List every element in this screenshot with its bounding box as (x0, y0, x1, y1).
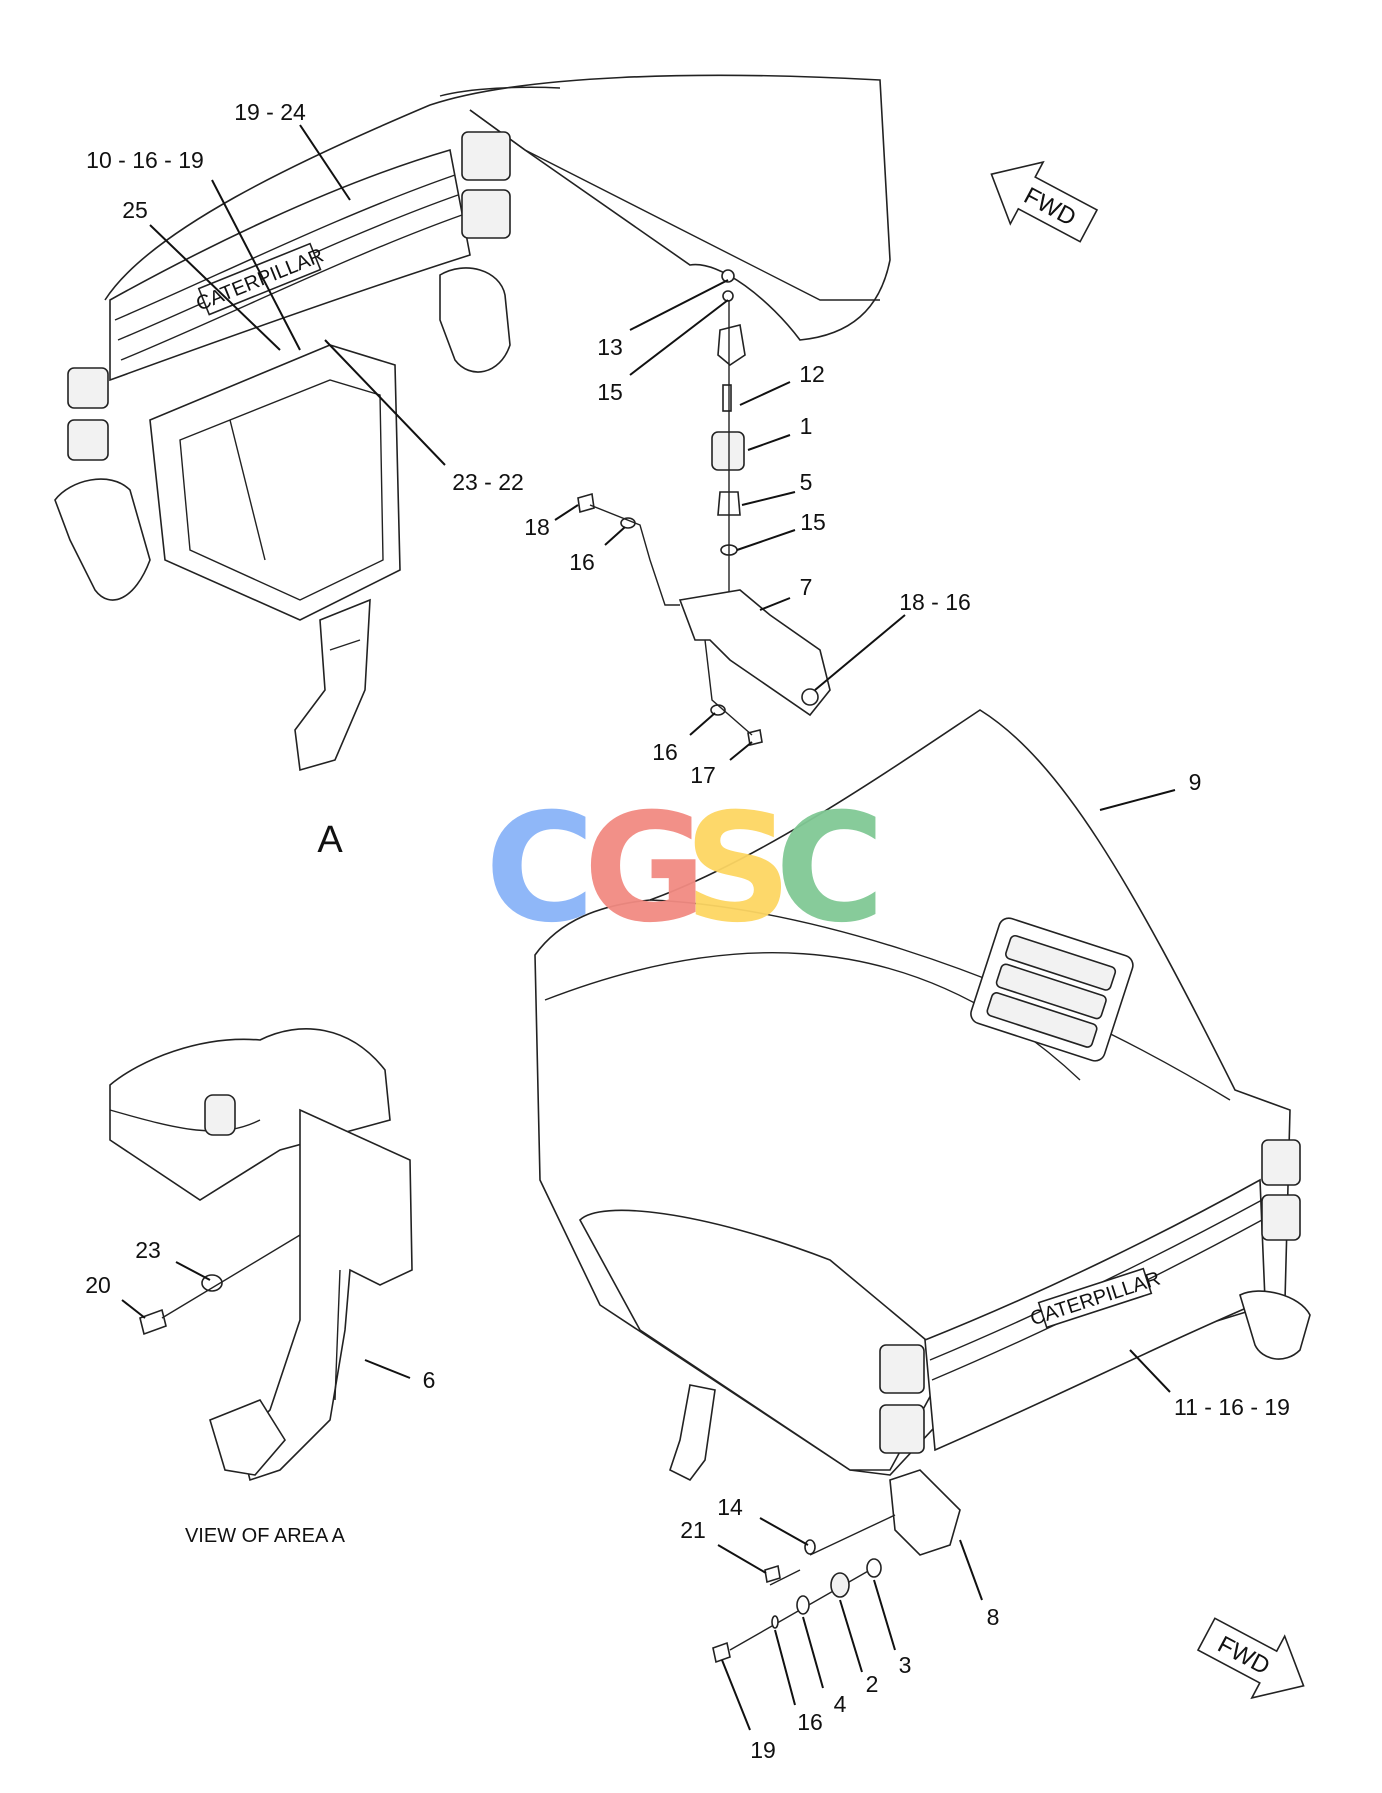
callout-18-16: 18 - 16 (899, 589, 971, 615)
callout-8: 8 (987, 1604, 1000, 1630)
hood-assembly-bottom: CATERPILLAR (534, 709, 1311, 1664)
callout-4: 4 (834, 1691, 847, 1717)
watermark-letter-1: C (485, 782, 595, 956)
callout-23-22: 23 - 22 (452, 469, 524, 495)
callout-25: 25 (122, 197, 148, 223)
leader-lines (121, 124, 1176, 1731)
callout-9: 9 (1189, 769, 1202, 795)
callout-15a: 15 (597, 379, 623, 405)
callout-14: 14 (717, 1494, 743, 1520)
callout-15b: 15 (800, 509, 826, 535)
hood-assembly-top: CATERPILLAR (54, 74, 891, 772)
fwd-arrow-top: FWD (990, 160, 1099, 243)
callout-16a: 16 (569, 549, 595, 575)
callout-19-24: 19 - 24 (234, 99, 306, 125)
detail-view-area-a (109, 1028, 413, 1482)
watermark-letter-2: G (583, 782, 706, 956)
callout-3: 3 (899, 1652, 912, 1678)
callout-23: 23 (135, 1237, 161, 1263)
callout-20: 20 (85, 1272, 111, 1298)
callout-18: 18 (524, 514, 550, 540)
callout-19: 19 (750, 1737, 776, 1763)
callout-10-16-19: 10 - 16 - 19 (86, 147, 204, 173)
callout-6: 6 (423, 1367, 436, 1393)
watermark: C G S C (485, 782, 885, 956)
view-marker-a: A (317, 819, 343, 861)
watermark-letter-3: S (684, 782, 792, 956)
callout-21: 21 (680, 1517, 706, 1543)
callout-16c: 16 (797, 1709, 823, 1735)
callout-13: 13 (597, 334, 623, 360)
watermark-letter-4: C (775, 782, 885, 956)
detail-caption: VIEW OF AREA A (185, 1525, 346, 1547)
mount-exploded (577, 269, 831, 746)
callout-2: 2 (866, 1671, 879, 1697)
callout-1: 1 (800, 413, 813, 439)
callout-12: 12 (799, 361, 825, 387)
callout-11-16-19: 11 - 16 - 19 (1174, 1394, 1290, 1420)
callout-labels: 19 - 24 10 - 16 - 19 25 23 - 22 13 15 12… (85, 99, 1290, 1763)
callout-7: 7 (800, 574, 813, 600)
fwd-arrow-bottom: FWD (1196, 1617, 1305, 1700)
callout-5: 5 (800, 469, 813, 495)
callout-16b: 16 (652, 739, 678, 765)
callout-17: 17 (690, 762, 716, 788)
